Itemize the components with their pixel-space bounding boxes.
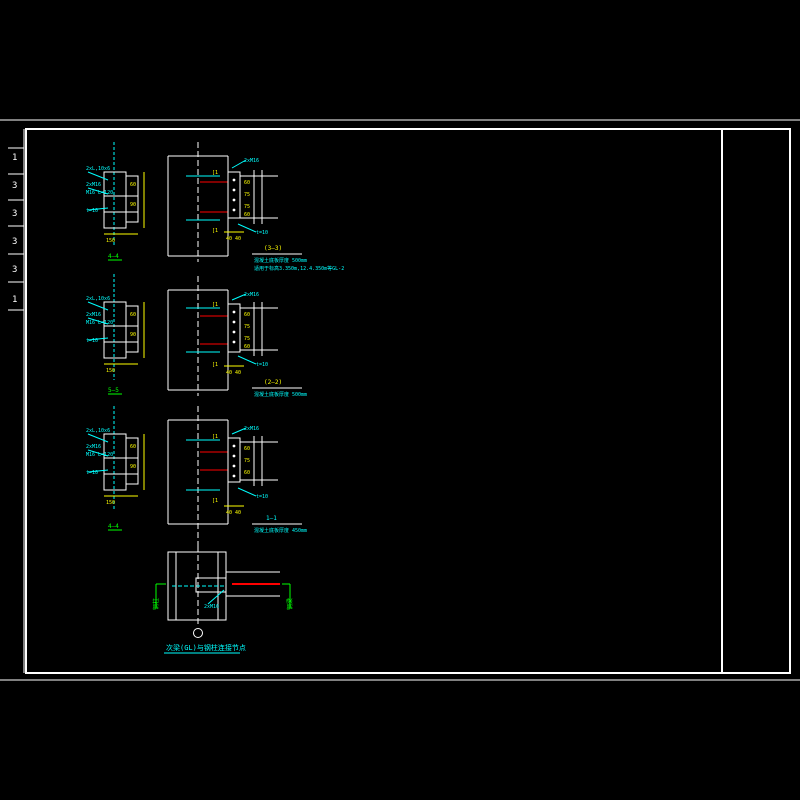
label-angle-1: 2xL,10x6 [86,166,110,172]
svg-text:t=10: t=10 [256,362,268,368]
note-line1-3: 混凝土底板厚度 450mm [254,527,307,534]
label-bolt-2: 2xM16 [86,312,101,318]
plan-left-tag: 钢柱 [152,598,160,610]
elevation-view-3: [1 [1 60 75 60 40 40 2xM16 t=10 1—1 混凝土底… [167,406,307,546]
label-stud-2: M16 L=120 [86,320,113,326]
elevation-view-1: [1 [1 60 75 75 60 40 40 2xM16 t=10 (3—3) [167,142,344,272]
note-tag-2: (2—2) [264,379,282,386]
svg-text:40 40: 40 40 [226,236,241,242]
section-view-1: 60 90 150 2xL,10x6 2xM16 M16 L=120 t=10 … [86,142,145,261]
svg-text:[1: [1 [212,170,218,176]
svg-text:60: 60 [130,182,136,188]
strip-label-5: 3 [12,265,17,275]
svg-text:60: 60 [244,446,250,452]
strip-label-4: 3 [12,237,17,247]
svg-text:40 40: 40 40 [226,370,241,376]
svg-text:60: 60 [244,344,250,350]
elevation-view-2: [1 [1 60 75 75 60 40 40 2xM16 t=10 (2—2)… [167,276,307,398]
svg-text:75: 75 [244,458,250,464]
label-bolt-3: 2xM16 [86,444,101,450]
svg-text:60: 60 [244,212,250,218]
strip-label-2: 3 [12,181,17,191]
note-tag-3: 1—1 [266,515,277,522]
note-line1-1: 混凝土底板厚度 500mm [254,257,307,264]
label-plate-3: t=10 [86,470,98,476]
note-line2-1: 适用于标高3.350m,12.4.350m等GL-2 [254,265,344,272]
svg-text:75: 75 [244,324,250,330]
svg-text:t=10: t=10 [256,494,268,500]
svg-text:150: 150 [106,368,115,374]
svg-text:[1: [1 [212,434,218,440]
svg-text:90: 90 [130,332,136,338]
label-plate-1: t=10 [86,208,98,214]
svg-text:2xM16: 2xM16 [204,604,219,610]
svg-text:150: 150 [106,238,115,244]
svg-text:90: 90 [130,464,136,470]
detail-row-2: 60 90 150 2xL,10x6 2xM16 M16 L=120 t=10 … [86,274,307,398]
note-tag-1: (3—3) [264,245,282,252]
label-bolt-1: 2xM16 [86,182,101,188]
label-stud-3: M16 L=120 [86,452,113,458]
svg-text:60: 60 [130,444,136,450]
section-mark-2: 5—5 [108,387,119,394]
section-mark-3: 4—4 [108,523,119,530]
detail-row-3: 60 90 150 2xL,10x6 2xM16 M16 L=120 t=10 … [86,406,307,546]
svg-text:60: 60 [130,312,136,318]
svg-text:2xM16: 2xM16 [244,158,259,164]
svg-text:2xM16: 2xM16 [244,292,259,298]
section-view-2: 60 90 150 2xL,10x6 2xM16 M16 L=120 t=10 … [86,274,145,395]
svg-text:90: 90 [130,202,136,208]
drawing-frame [25,128,791,674]
svg-text:2xM16: 2xM16 [244,426,259,432]
svg-text:40 40: 40 40 [226,510,241,516]
svg-text:t=10: t=10 [256,230,268,236]
svg-text:[1: [1 [212,302,218,308]
detail-row-1: 60 90 150 2xL,10x6 2xM16 M16 L=120 t=10 … [86,142,344,272]
label-plate-2: t=10 [86,338,98,344]
svg-text:75: 75 [244,192,250,198]
sheet-title: 次梁(GL)与钢柱连接节点 [166,643,246,652]
svg-text:[1: [1 [212,228,218,234]
strip-label-1: 1 [12,153,17,163]
svg-text:150: 150 [106,500,115,506]
left-revision-strip: 1 3 3 3 3 1 [8,147,24,311]
strip-label-6: 1 [12,295,17,305]
plan-view: 2xM16 钢柱 钢梁 [152,546,294,638]
svg-text:60: 60 [244,312,250,318]
svg-text:75: 75 [244,204,250,210]
note-line1-2: 混凝土底板厚度 500mm [254,391,307,398]
svg-text:60: 60 [244,470,250,476]
section-view-3: 60 90 150 2xL,10x6 2xM16 M16 L=120 t=10 … [86,406,145,531]
label-angle-2: 2xL,10x6 [86,296,110,302]
svg-text:60: 60 [244,180,250,186]
svg-text:75: 75 [244,336,250,342]
axis-bubble [193,628,203,638]
plan-right-tag: 钢梁 [286,598,294,610]
label-angle-3: 2xL,10x6 [86,428,110,434]
svg-text:[1: [1 [212,498,218,504]
section-mark-1: 4—4 [108,253,119,260]
strip-label-3: 3 [12,209,17,219]
label-stud-1: M16 L=120 [86,190,113,196]
svg-text:[1: [1 [212,362,218,368]
